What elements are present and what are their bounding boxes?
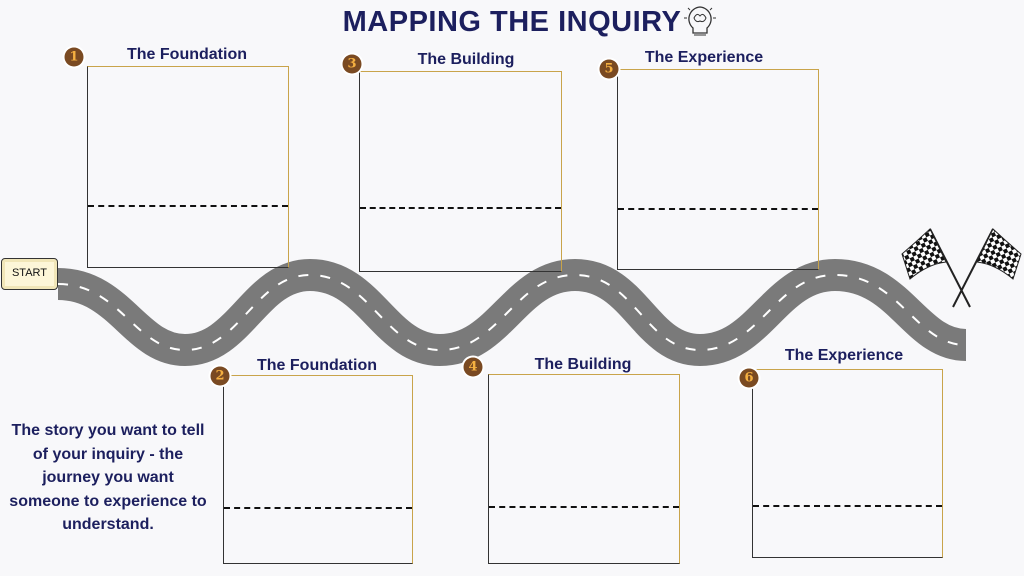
- stage-4-badge: 4: [463, 357, 483, 377]
- stage-4-title: The Building: [534, 356, 632, 373]
- stage-1-badge: 1: [64, 47, 84, 67]
- divider-line: [88, 205, 288, 207]
- stage-2-title: The Foundation: [257, 357, 377, 374]
- story-description: The story you want to tell of your inqui…: [9, 422, 207, 533]
- road-center-line: [57, 273, 967, 352]
- checkered-flags-icon: [901, 228, 1022, 308]
- stage-5-title: The Experience: [644, 49, 764, 66]
- stage-5-badge: 5: [599, 59, 619, 79]
- stage-4-box[interactable]: [488, 374, 680, 564]
- stage-3-title: The Building: [417, 51, 515, 68]
- stage-2-badge: 2: [210, 366, 230, 386]
- stage-3-box[interactable]: [359, 71, 562, 272]
- divider-line: [360, 207, 561, 209]
- stage-6-badge: 6: [739, 368, 759, 388]
- lightbulb-brain-icon: [684, 6, 716, 36]
- divider-line: [753, 505, 942, 507]
- stage-1-title: The Foundation: [127, 46, 247, 63]
- start-sign: START: [1, 258, 58, 290]
- stage-2-box[interactable]: [223, 375, 413, 564]
- stage-3-badge: 3: [342, 54, 362, 74]
- divider-line: [489, 506, 679, 508]
- stage-1-box[interactable]: [87, 66, 289, 268]
- stage-6-box[interactable]: [752, 369, 943, 558]
- stage-6-title: The Experience: [784, 347, 904, 364]
- stage-5-box[interactable]: [617, 69, 819, 270]
- page-title: MAPPING THE INQUIRY: [342, 6, 682, 38]
- divider-line: [224, 507, 412, 509]
- divider-line: [618, 208, 818, 210]
